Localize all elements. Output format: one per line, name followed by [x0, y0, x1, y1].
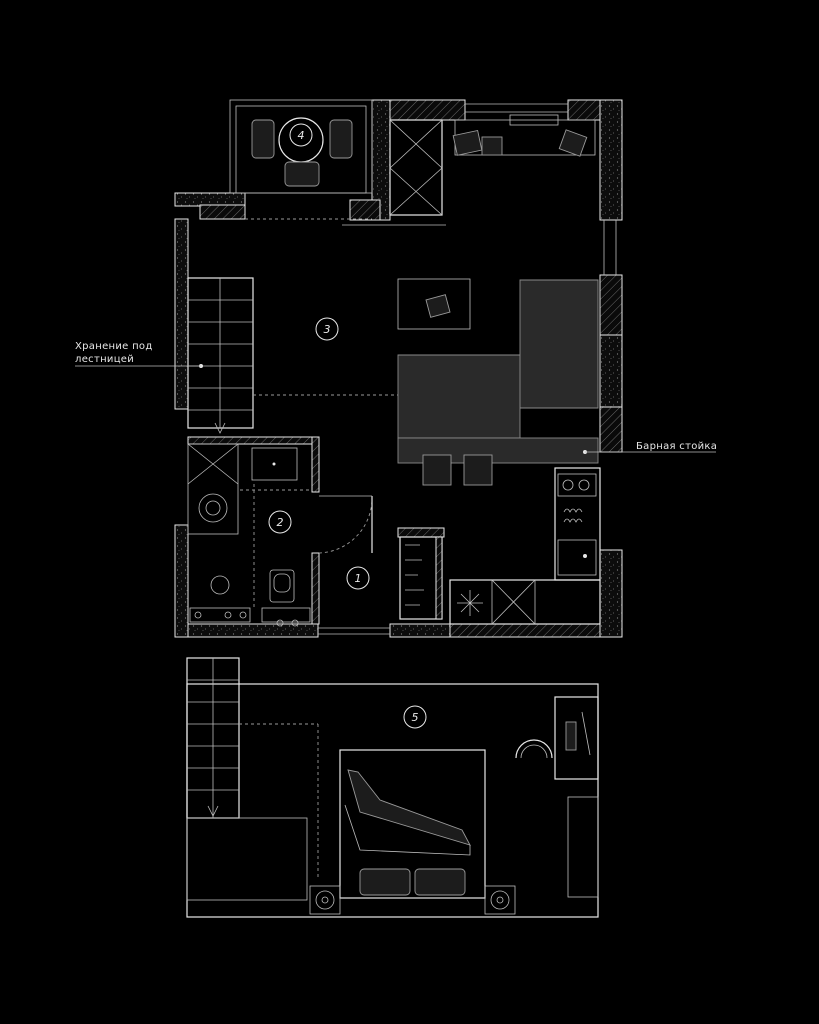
annotation-storage-under-stairs: Хранение под лестницей	[75, 341, 201, 367]
svg-text:4: 4	[298, 129, 305, 142]
kitchen	[449, 467, 601, 625]
room-marker-2: 2	[268, 510, 292, 534]
room-marker-5: 5	[403, 705, 427, 729]
annotation-bar-counter: Барная стойка	[585, 441, 717, 453]
svg-text:2: 2	[277, 516, 284, 529]
nightstand-right	[484, 885, 516, 915]
svg-text:лестницей: лестницей	[75, 354, 134, 365]
wall-right-mid	[599, 274, 623, 336]
bathroom	[187, 436, 320, 627]
room-marker-1: 1	[346, 566, 370, 590]
room-marker-4: 4	[289, 123, 313, 147]
wall-top-right-hatch	[567, 99, 601, 121]
wall-left-lower	[174, 524, 189, 638]
wall-top-center-hatch	[389, 99, 466, 121]
svg-text:Хранение под: Хранение под	[75, 341, 153, 352]
wall-right-mid2	[599, 334, 623, 408]
wall-bottom-mid	[389, 623, 451, 638]
wall-right-upper	[599, 99, 623, 221]
entry-closet	[397, 527, 445, 538]
wall-bottom-right	[449, 623, 601, 638]
svg-text:Барная стойка: Барная стойка	[636, 441, 717, 452]
upper-floor-plan	[186, 657, 599, 918]
wall-right-bottom	[599, 549, 623, 638]
balcony	[229, 99, 373, 220]
wall-bottom-left	[187, 623, 319, 638]
wall-top-left-hatch	[199, 204, 246, 220]
svg-text:3: 3	[324, 323, 331, 336]
wall-right-lower	[599, 406, 623, 453]
staircase-ground	[187, 277, 254, 434]
desk	[554, 696, 599, 780]
wardrobe-upper	[567, 796, 599, 898]
coffee-table	[397, 278, 471, 330]
wall-balcony-base	[349, 199, 381, 221]
wall-top-left-block	[174, 192, 246, 207]
bed	[339, 749, 486, 899]
desk-chair	[515, 739, 553, 759]
bar-stool-2	[463, 454, 493, 486]
svg-text:5: 5	[412, 711, 419, 724]
entry-door	[318, 495, 373, 554]
svg-text:1: 1	[355, 572, 362, 585]
nightstand-left	[309, 885, 341, 915]
wall-left-upper	[174, 218, 189, 410]
room-marker-3: 3	[315, 317, 339, 341]
ground-floor-plan	[174, 99, 623, 638]
closet-top	[389, 119, 443, 216]
bar-stool-1	[422, 454, 452, 486]
